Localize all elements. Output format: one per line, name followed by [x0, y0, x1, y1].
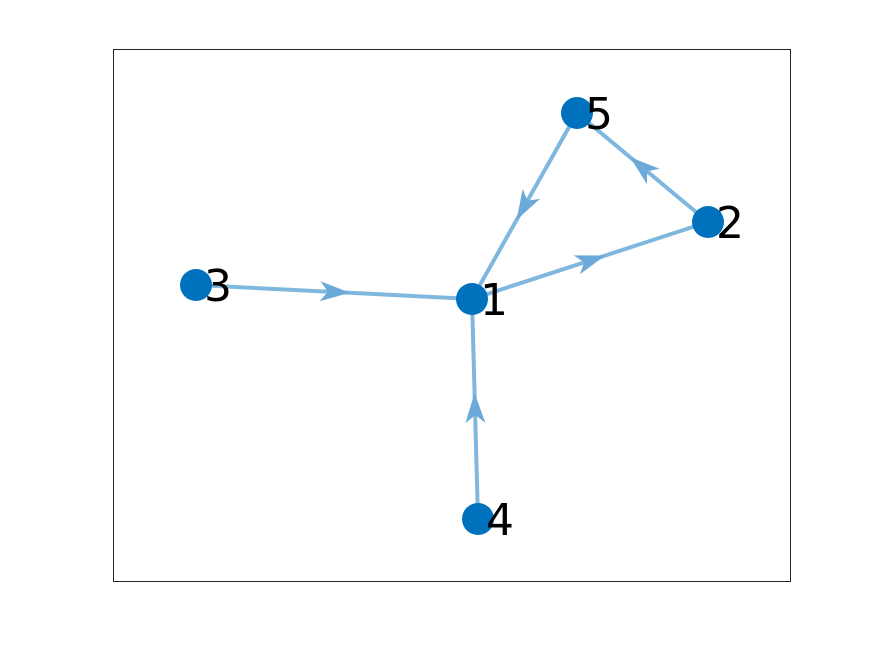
edge-arrow-2-5 [630, 157, 660, 185]
node-1 [456, 283, 488, 315]
edge-arrow-5-1 [516, 188, 541, 220]
edge-arrow-1-2 [573, 255, 606, 275]
node-label-4: 4 [486, 495, 514, 546]
edge-arrow-4-1 [465, 393, 486, 424]
node-3 [180, 269, 212, 301]
edges-layer [194, 111, 710, 521]
edge-arrow-3-1 [319, 281, 350, 302]
node-4 [462, 503, 494, 535]
node-label-3: 3 [204, 261, 232, 312]
labels-layer: 1 2 3 4 5 [204, 89, 744, 546]
node-label-1: 1 [480, 275, 508, 326]
node-2 [692, 206, 724, 238]
node-label-2: 2 [716, 198, 744, 249]
nodes-layer [180, 97, 724, 535]
axes-box [113, 49, 791, 582]
node-5 [561, 97, 593, 129]
node-label-5: 5 [585, 89, 613, 140]
